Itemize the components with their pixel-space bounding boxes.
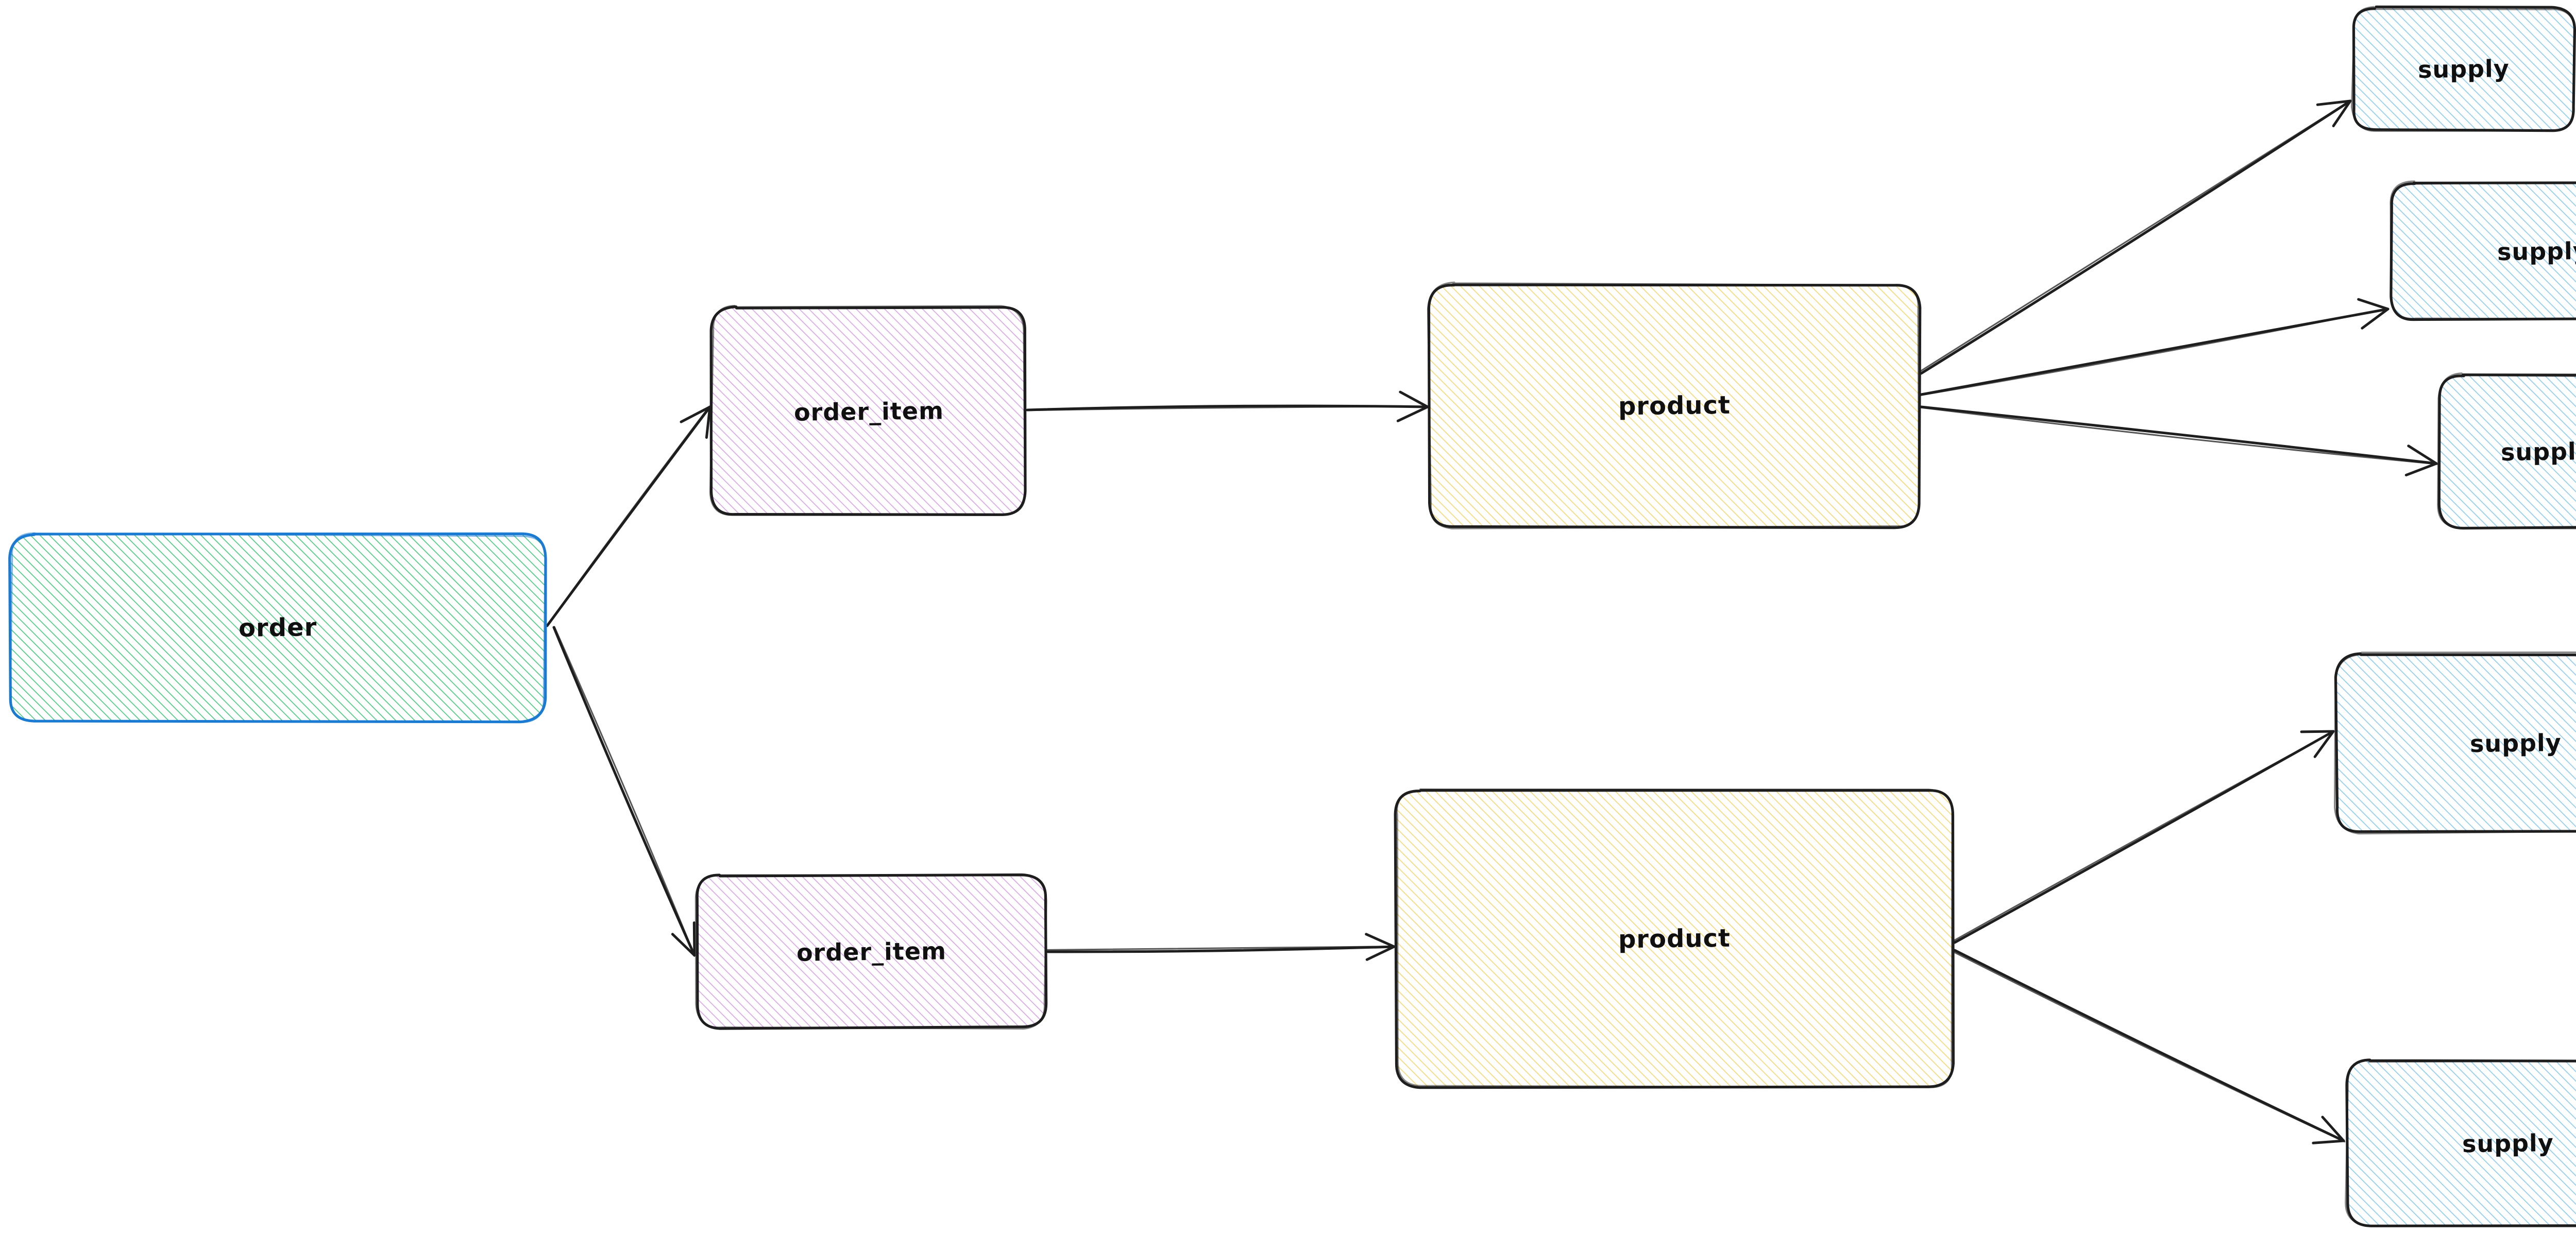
node-shape-supply_3 (2437, 372, 2576, 530)
node-shape-order_item_2 (694, 873, 1048, 1030)
node-label-supply_2: supply (2497, 236, 2576, 266)
edge-product_1-to-supply_3[interactable] (1920, 405, 2438, 476)
node-label-product_2: product (1618, 923, 1731, 954)
node-supply_1[interactable]: supply (2351, 5, 2576, 132)
node-shape-order_item_1 (709, 305, 1027, 516)
edge-order-to-order_item_1[interactable] (546, 405, 711, 627)
node-supply_3[interactable]: supply (2437, 372, 2576, 530)
node-supply_2[interactable]: supply (2389, 180, 2576, 321)
node-label-supply_3: supply (2500, 437, 2576, 466)
node-shape-supply_5 (2345, 1058, 2576, 1227)
node-shape-supply_2 (2389, 180, 2576, 321)
node-order_item_2[interactable]: order_item (694, 873, 1048, 1030)
node-order[interactable]: order (8, 532, 547, 724)
edge-order_item_2-to-product_2[interactable] (1046, 933, 1396, 961)
edge-product_1-to-supply_1[interactable] (1919, 99, 2352, 375)
node-label-product_1: product (1618, 390, 1731, 421)
node-label-supply_4: supply (2469, 728, 2562, 758)
node-shape-product_2 (1394, 788, 1955, 1089)
edge-product_1-to-supply_2[interactable] (1919, 298, 2389, 396)
node-label-order_item_1: order_item (793, 396, 944, 426)
edge-order-to-order_item_2[interactable] (552, 626, 696, 957)
node-label-order_item_2: order_item (796, 936, 946, 967)
node-shape-supply_4 (2334, 652, 2576, 835)
node-product_2[interactable]: product (1394, 788, 1955, 1089)
edge-order_item_1-to-product_1[interactable] (1026, 390, 1429, 422)
edge-product_2-to-supply_4[interactable] (1953, 730, 2335, 944)
node-label-supply_1: supply (2417, 54, 2510, 84)
node-order_item_1[interactable]: order_item (709, 305, 1027, 516)
node-label-supply_5: supply (2462, 1128, 2554, 1158)
node-supply_4[interactable]: supply (2334, 652, 2576, 835)
node-product_1[interactable]: product (1427, 281, 1922, 529)
node-supply_5[interactable]: supply (2345, 1058, 2576, 1227)
node-shape-order (8, 532, 547, 724)
node-label-order: order (238, 613, 317, 643)
node-shape-product_1 (1427, 281, 1922, 529)
node-shape-supply_1 (2351, 5, 2576, 132)
edge-product_2-to-supply_5[interactable] (1953, 949, 2346, 1144)
